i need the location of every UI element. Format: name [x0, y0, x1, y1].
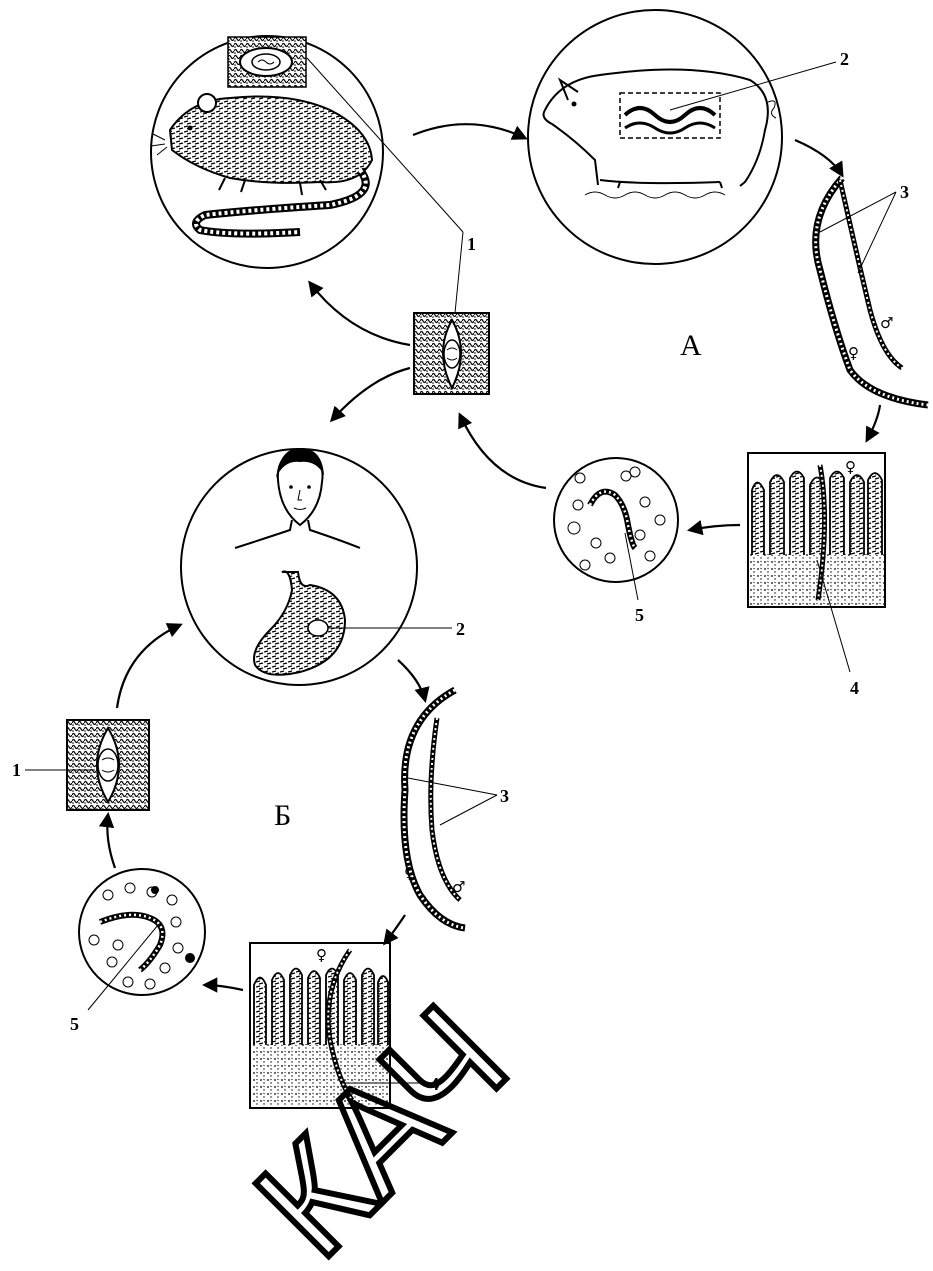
female-symbol-intestine-b: ♀: [316, 946, 327, 964]
cycle-a-label: А: [680, 329, 702, 362]
label-5-b: 5: [70, 1014, 79, 1034]
intestine-section-a: [748, 453, 885, 607]
label-1-a: 1: [467, 234, 476, 254]
muscle-cyst-a: [414, 313, 489, 394]
label-2-b: 2: [456, 619, 465, 639]
rat-host-circle: [151, 36, 383, 268]
female-symbol-intestine-a: ♀: [845, 458, 856, 476]
label-5-a: 5: [635, 605, 644, 625]
larva-blood-circle-a: [554, 458, 678, 582]
male-symbol-b: ♂: [452, 878, 465, 896]
adult-worms-a: [816, 178, 928, 405]
label-3-b: 3: [500, 786, 509, 806]
muscle-cyst-b: [67, 720, 149, 810]
label-4-a: 4: [850, 678, 859, 698]
label-1-b: 1: [12, 760, 21, 780]
stomach-icon: [254, 571, 345, 674]
larva-blood-circle-b: [79, 869, 205, 995]
rat-icon: [151, 94, 372, 234]
label-2-a: 2: [840, 49, 849, 69]
cyst-inset: [228, 37, 306, 87]
cycle-b-label: Б: [274, 799, 291, 832]
label-3-a: 3: [900, 182, 909, 202]
female-symbol-a: ♀: [848, 344, 859, 362]
pig-icon: [544, 70, 776, 198]
male-symbol-a: ♂: [880, 314, 893, 332]
human-icon: [235, 448, 360, 548]
female-symbol-b: ♀: [404, 864, 415, 882]
human-host-circle: [181, 448, 417, 685]
pig-host-circle: [528, 10, 782, 264]
